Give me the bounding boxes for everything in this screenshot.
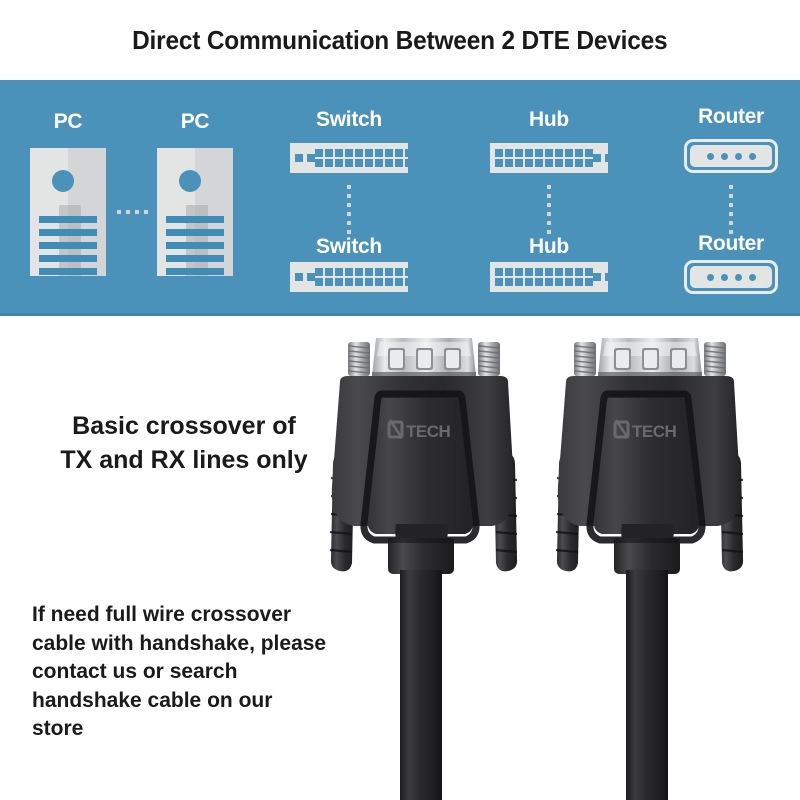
pc-tower-bar	[39, 268, 97, 275]
pc-tower-bar	[39, 229, 97, 236]
hub-label-bottom: Hub	[529, 235, 569, 258]
callout-basic-crossover: Basic crossover of TX and RX lines only	[34, 409, 334, 477]
pc-label-left: PC	[53, 110, 83, 133]
pc-tower-bar	[39, 216, 97, 223]
network-hub-icon-top	[490, 143, 613, 173]
hub-port-grid	[495, 268, 593, 286]
hub-status-leds	[593, 154, 613, 162]
pc-tower-bar	[39, 255, 97, 262]
pc-tower-bar	[166, 242, 224, 249]
pc-tower-icon-left	[30, 148, 106, 276]
product-photo: TECH	[320, 330, 800, 800]
callout-handshake-line-2: cable with handshake, please	[32, 631, 327, 655]
network-switch-icon-bottom	[290, 262, 413, 292]
router-connection-dotted-link	[729, 185, 733, 234]
pc-tower-bar	[39, 242, 97, 249]
switch-status-leds	[295, 154, 315, 162]
switch-port-grid	[315, 268, 413, 286]
switch-port-grid	[315, 149, 413, 167]
callout-basic-line-1: Basic crossover of	[72, 412, 296, 440]
callout-basic-line-2: TX and RX lines only	[60, 446, 308, 474]
router-port-dots	[690, 145, 772, 167]
pc-tower-bar	[166, 255, 224, 262]
serial-cable-illustration: TECH	[320, 330, 800, 800]
pc-tower-icon-right	[157, 148, 233, 276]
switch-connection-dotted-link	[347, 185, 351, 234]
callout-handshake-line-4: handshake cable on our	[32, 688, 273, 712]
router-icon-top	[684, 139, 778, 173]
hub-label-top: Hub	[529, 108, 569, 131]
network-switch-icon-top	[290, 143, 413, 173]
router-port-dots	[690, 266, 772, 288]
pc-power-indicator	[179, 170, 201, 192]
pc-tower-bar	[166, 268, 224, 275]
router-label-bottom: Router	[698, 232, 764, 255]
title-bar: Direct Communication Between 2 DTE Devic…	[0, 0, 800, 80]
diagram-band-bottom-edge	[0, 313, 800, 316]
hub-connection-dotted-link	[547, 185, 551, 234]
pc-connection-dotted-link	[117, 210, 148, 214]
connector-right	[556, 338, 743, 800]
pc-label-right: PC	[180, 110, 210, 133]
callout-handshake-line-1: If need full wire crossover	[32, 603, 292, 626]
switch-label-bottom: Switch	[316, 235, 382, 258]
callout-handshake-line-3: contact us or search	[32, 660, 238, 683]
pc-tower-bar	[166, 216, 224, 223]
pc-tower-bar	[166, 229, 224, 236]
router-icon-bottom	[684, 260, 778, 294]
page-title: Direct Communication Between 2 DTE Devic…	[132, 24, 668, 55]
pc-power-indicator	[52, 170, 74, 192]
hub-status-leds	[593, 273, 613, 281]
callout-handshake-line-5: store	[32, 717, 84, 740]
switch-status-leds	[295, 273, 315, 281]
switch-label-top: Switch	[316, 108, 382, 131]
router-label-top: Router	[698, 105, 764, 128]
callout-handshake-note: If need full wire crossover cable with h…	[32, 601, 362, 744]
hub-port-grid	[495, 149, 593, 167]
network-hub-icon-bottom	[490, 262, 613, 292]
